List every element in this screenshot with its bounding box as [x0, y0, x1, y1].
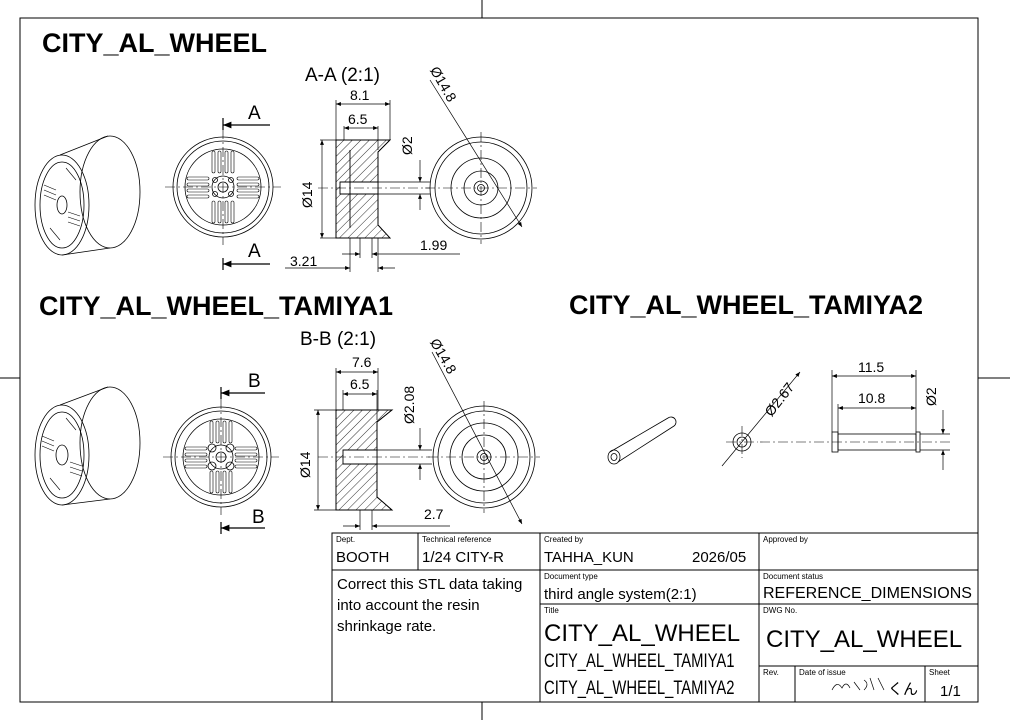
dim-a-width-inner: 6.5 [348, 111, 368, 127]
tb-title-3: CITY_AL_WHEEL_TAMIYA2 [544, 678, 735, 699]
tb-created-by: TAHHA_KUN [544, 549, 634, 566]
tb-title-label: Title [544, 606, 559, 615]
dim-a-diameter: Ø14 [299, 181, 315, 208]
heading-tamiya1: CITY_AL_WHEEL_TAMIYA1 [39, 291, 394, 321]
signature-mark [831, 677, 885, 691]
tb-doc-status-label: Document status [763, 572, 824, 581]
tb-dwg-no-label: DWG No. [763, 606, 798, 615]
tb-dept: BOOTH [336, 549, 390, 566]
tb-date: 2026/05 [692, 549, 747, 566]
dim-shaft-bore: Ø2 [923, 387, 939, 406]
dim-a-bore: Ø2 [399, 136, 415, 155]
section-b-view [335, 409, 394, 511]
shaft-end-centerlines [726, 426, 758, 458]
side-a-centerlines [425, 132, 537, 244]
section-b-title: B-B (2:1) [300, 329, 377, 350]
heading-city-al-wheel: CITY_AL_WHEEL [42, 28, 268, 58]
tb-title-2: CITY_AL_WHEEL_TAMIYA1 [544, 651, 735, 672]
cut-plane-a [222, 118, 270, 270]
dim-a-width-outer: 8.1 [350, 87, 370, 103]
dim-b-offset: 2.7 [424, 506, 444, 522]
tb-dwg-no: CITY_AL_WHEEL [766, 626, 963, 653]
tamiya1-iso-view [34, 386, 141, 506]
tb-date-issue-label: Date of issue [799, 668, 846, 677]
dim-b-bore: Ø2.08 [401, 385, 417, 424]
cut-label-b-bottom: B [252, 507, 265, 528]
cut-label-a-bottom: A [248, 241, 261, 262]
tb-dept-label: Dept. [336, 535, 356, 544]
tb-tech-ref: 1/24 CITY-R [422, 549, 504, 566]
tamiya1-front-centerlines [163, 399, 279, 515]
dim-a-offset: 3.21 [290, 253, 318, 269]
shaft-iso-view [607, 416, 677, 465]
section-a-view [335, 139, 392, 239]
dims-shaft [721, 370, 950, 470]
dim-b-width-inner: 6.5 [350, 376, 370, 392]
tb-doc-status: REFERENCE_DIMENSIONS [763, 585, 972, 602]
title-block-grid [331, 532, 979, 703]
tb-doc-type: third angle system(2:1) [544, 586, 697, 603]
tb-tech-ref-label: Technical reference [422, 535, 492, 544]
heading-tamiya2: CITY_AL_WHEEL_TAMIYA2 [569, 290, 924, 320]
side-b-centerlines [428, 401, 540, 513]
wheel-front-centerlines [165, 129, 281, 245]
tb-doc-type-label: Document type [544, 572, 598, 581]
cut-label-b-top: B [248, 371, 261, 392]
tb-note: Correct this STL data taking into accoun… [337, 576, 523, 635]
tb-sheet-label: Sheet [929, 668, 950, 677]
section-a-title: A-A (2:1) [305, 65, 380, 86]
tb-title-1: CITY_AL_WHEEL [544, 620, 741, 647]
tb-signature-suffix: くん [888, 681, 919, 698]
dim-a-hub: 1.99 [420, 237, 448, 253]
wheel-iso-view [34, 135, 141, 256]
dim-shaft-length-inner: 10.8 [858, 390, 886, 406]
dim-shaft-length-outer: 11.5 [858, 359, 885, 375]
dims-section-a [285, 79, 523, 272]
cut-label-a-top: A [248, 103, 261, 124]
tb-rev-label: Rev. [763, 668, 779, 677]
cut-plane-b [220, 387, 265, 534]
tb-created-by-label: Created by [544, 535, 584, 544]
tb-approved-by-label: Approved by [763, 535, 808, 544]
tb-sheet: 1/1 [940, 683, 961, 700]
dim-b-diameter: Ø14 [297, 451, 313, 478]
dim-b-width-outer: 7.6 [352, 354, 372, 370]
dims-section-b [314, 351, 523, 530]
